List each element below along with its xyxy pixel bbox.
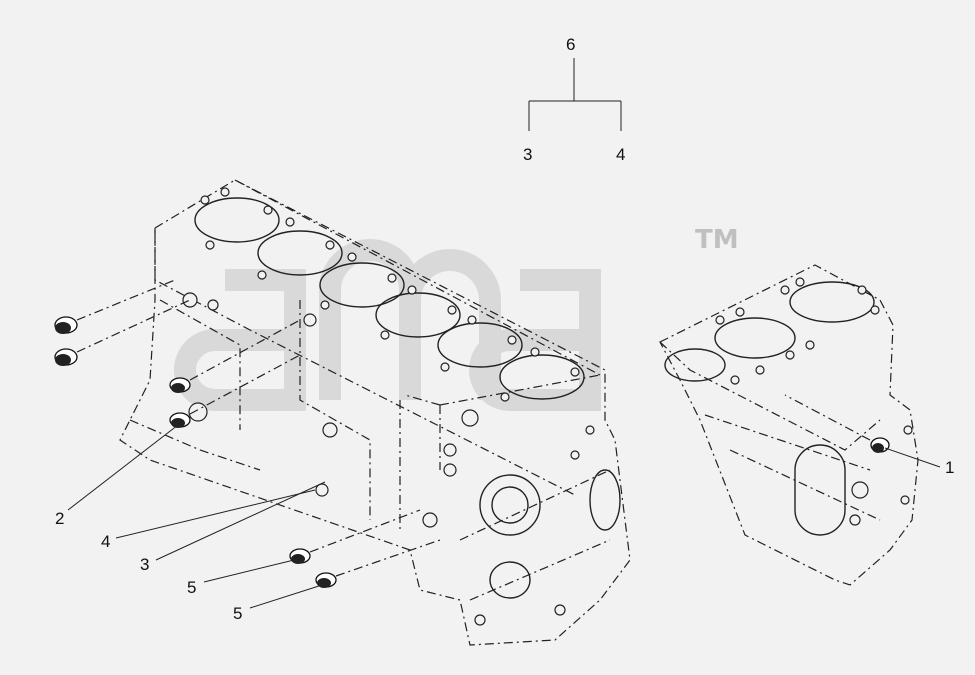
plugs (54, 279, 890, 588)
callout-5-upper: 5 (187, 578, 196, 597)
leader-lines (67, 424, 941, 609)
bolt-holes-detail (715, 277, 880, 385)
engine-block-main (119, 179, 631, 646)
callout-assembly-left: 3 (523, 145, 532, 164)
assembly-bracket: 6 3 4 (523, 35, 625, 164)
plug-right-block (784, 394, 890, 453)
callout-assembly: 6 (566, 35, 575, 54)
cylinder-bores (194, 197, 585, 400)
watermark-logo (174, 239, 601, 411)
callout-assembly-right: 4 (616, 145, 625, 164)
bolt-holes (200, 187, 580, 402)
watermark-trademark: TM (695, 225, 739, 255)
engine-block-detail (659, 264, 919, 586)
callout-5-lower: 5 (233, 604, 242, 623)
front-plate (422, 409, 621, 626)
plug-5-lower (315, 539, 441, 588)
gear-housing-detail (794, 425, 913, 536)
callout-4: 4 (101, 532, 110, 551)
watermark: ama TM (174, 225, 739, 411)
side-bosses (182, 292, 338, 497)
plug-5-upper (289, 509, 421, 564)
cylinder-bores-detail (664, 281, 875, 382)
callouts: 1 2 4 3 5 5 (55, 458, 954, 623)
plug-lower-left (54, 299, 191, 366)
callout-3: 3 (140, 555, 149, 574)
plug-mid-lower (169, 354, 301, 428)
plug-mid-upper (169, 319, 301, 393)
callout-1: 1 (945, 458, 954, 477)
callout-2: 2 (55, 509, 64, 528)
plug-upper-left (54, 279, 176, 334)
